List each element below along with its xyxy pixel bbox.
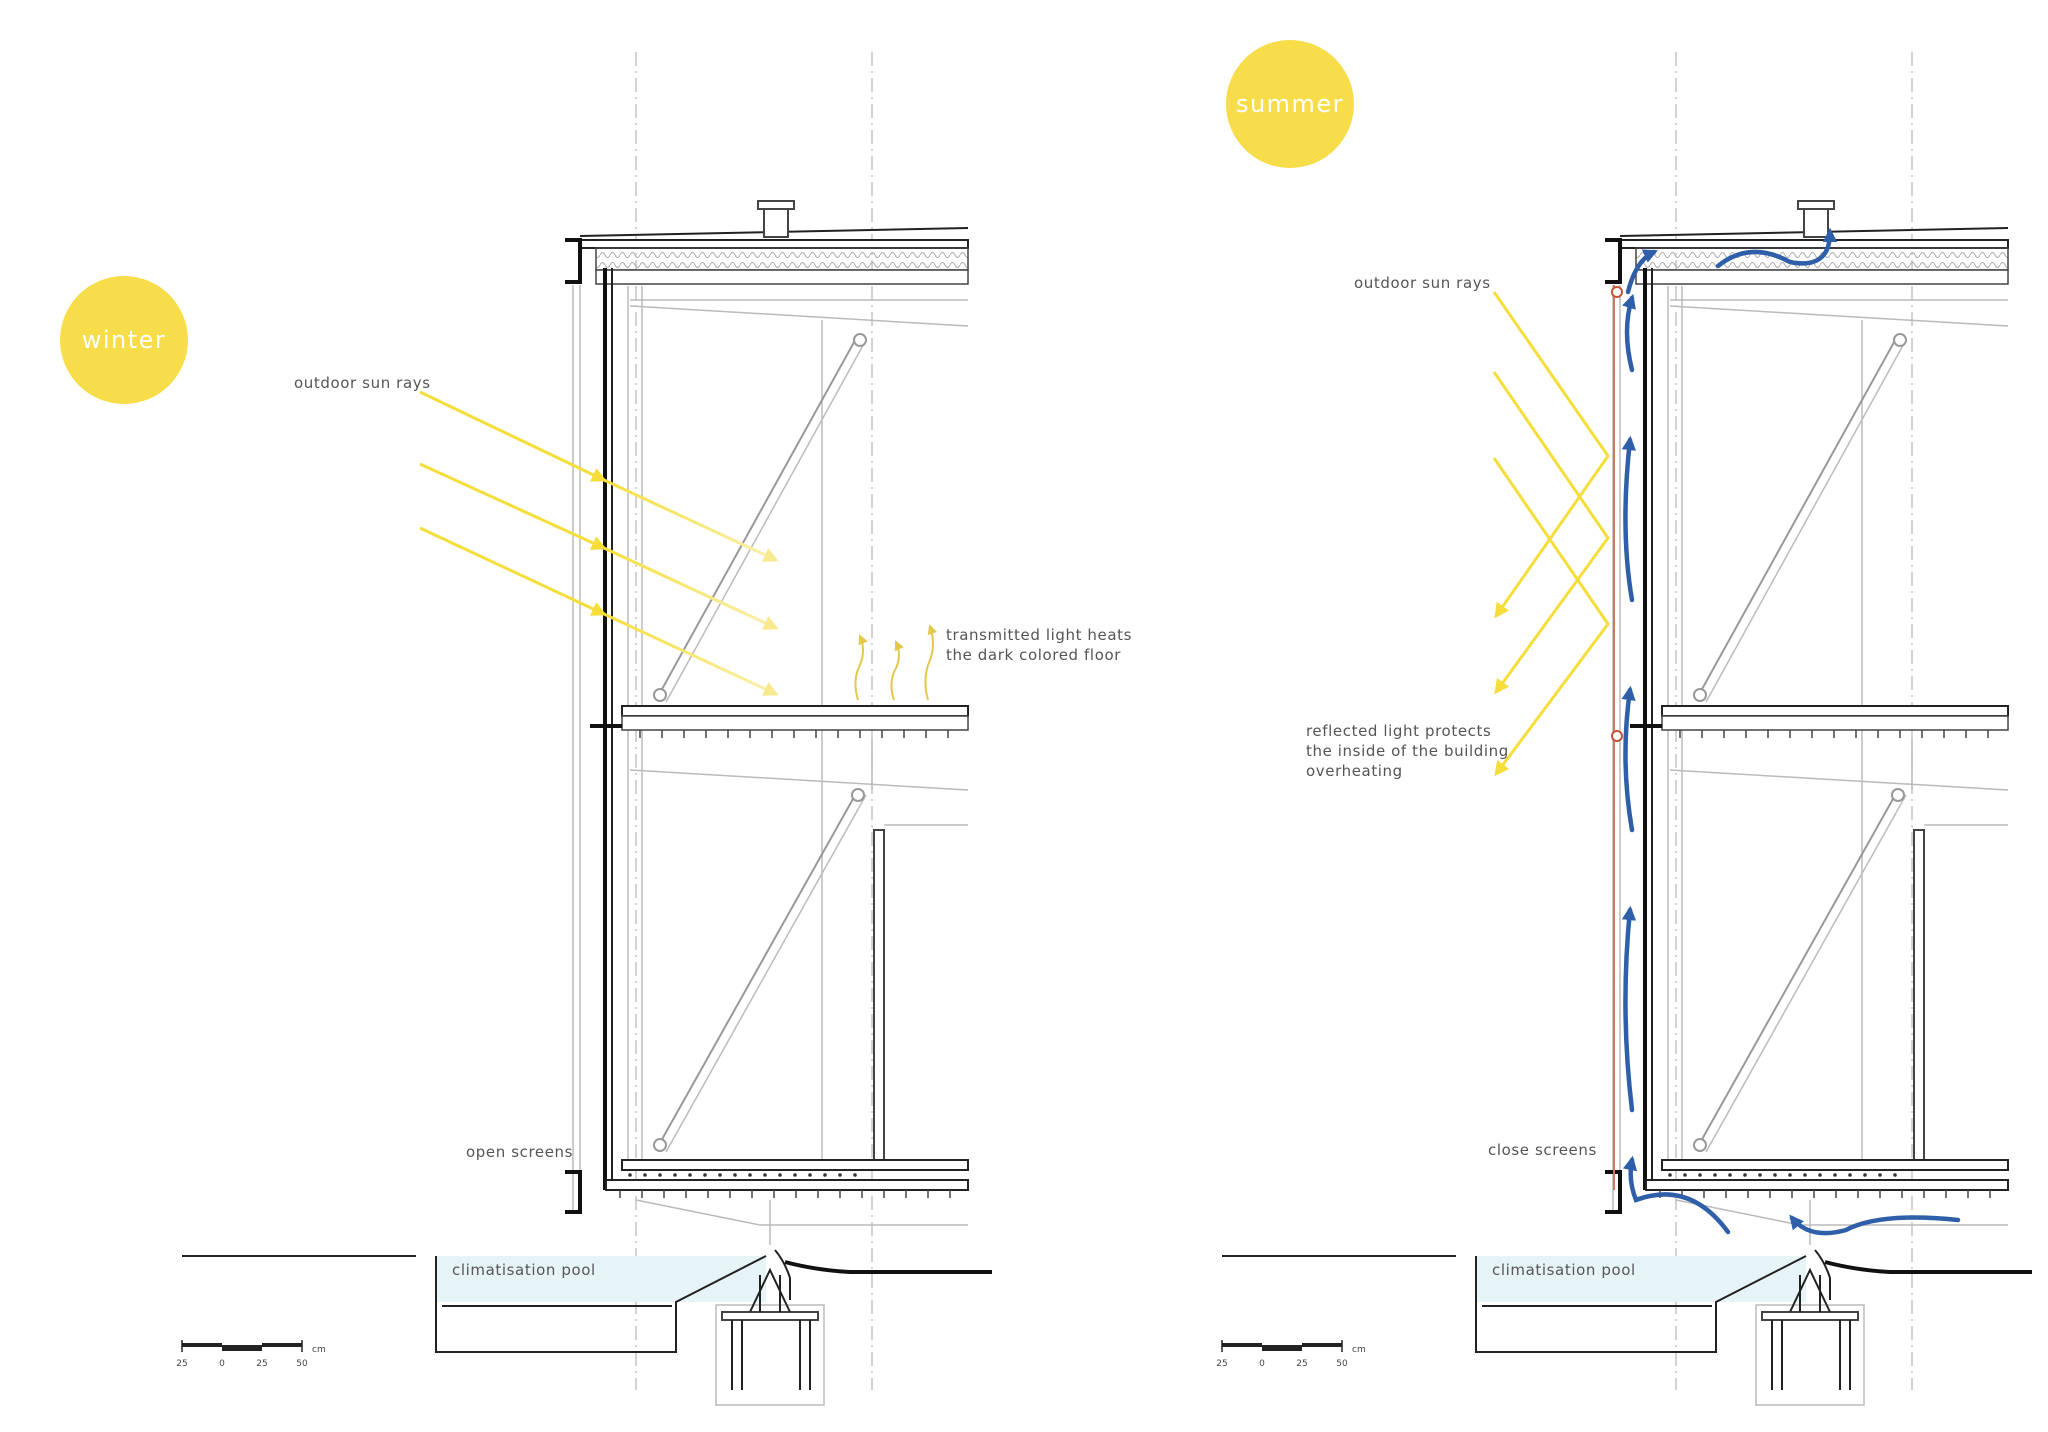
svg-text:0: 0 xyxy=(219,1359,225,1369)
summer-airflow-arrows xyxy=(1621,227,1961,1236)
winter-season-label: winter xyxy=(82,326,167,354)
summer-season-label: summer xyxy=(1236,90,1344,118)
winter-panel: winter outdoor sun rays transmitted ligh… xyxy=(60,50,1132,1407)
summer-sun-icon xyxy=(1226,40,1354,168)
winter-pool-label: climatisation pool xyxy=(452,1261,596,1279)
winter-heat-icon xyxy=(854,624,938,701)
svg-text:50: 50 xyxy=(1336,1359,1348,1369)
summer-scale-labels: 25 0 25 50 cm xyxy=(1216,1345,1365,1369)
svg-text:cm: cm xyxy=(312,1345,326,1355)
summer-reflected-label-1: reflected light protects xyxy=(1306,722,1491,740)
summer-sun-rays-label: outdoor sun rays xyxy=(1354,274,1491,292)
winter-scale-labels: 25 0 25 50 cm xyxy=(176,1345,325,1369)
svg-text:50: 50 xyxy=(296,1359,308,1369)
svg-text:0: 0 xyxy=(1259,1359,1265,1369)
winter-transmitted-label-2: the dark colored floor xyxy=(946,646,1121,664)
svg-text:25: 25 xyxy=(1296,1359,1307,1369)
winter-screens-label: open screens xyxy=(466,1143,573,1161)
summer-reflected-label-3: overheating xyxy=(1306,762,1403,780)
svg-text:cm: cm xyxy=(1352,1345,1366,1355)
summer-reflected-label-2: the inside of the building xyxy=(1306,742,1509,760)
summer-sun-rays xyxy=(1492,291,1610,777)
winter-sun-icon xyxy=(60,276,188,404)
summer-screens-label: close screens xyxy=(1488,1141,1597,1159)
svg-text:25: 25 xyxy=(256,1359,267,1369)
winter-sun-rays xyxy=(419,390,779,696)
winter-transmitted-label-1: transmitted light heats xyxy=(946,626,1132,644)
svg-text:25: 25 xyxy=(1216,1359,1227,1369)
svg-text:25: 25 xyxy=(176,1359,187,1369)
summer-panel: summer outdoor sun rays reflected light … xyxy=(1216,40,2034,1407)
winter-sun-rays-label: outdoor sun rays xyxy=(294,374,431,392)
summer-pool-label: climatisation pool xyxy=(1492,1261,1636,1279)
